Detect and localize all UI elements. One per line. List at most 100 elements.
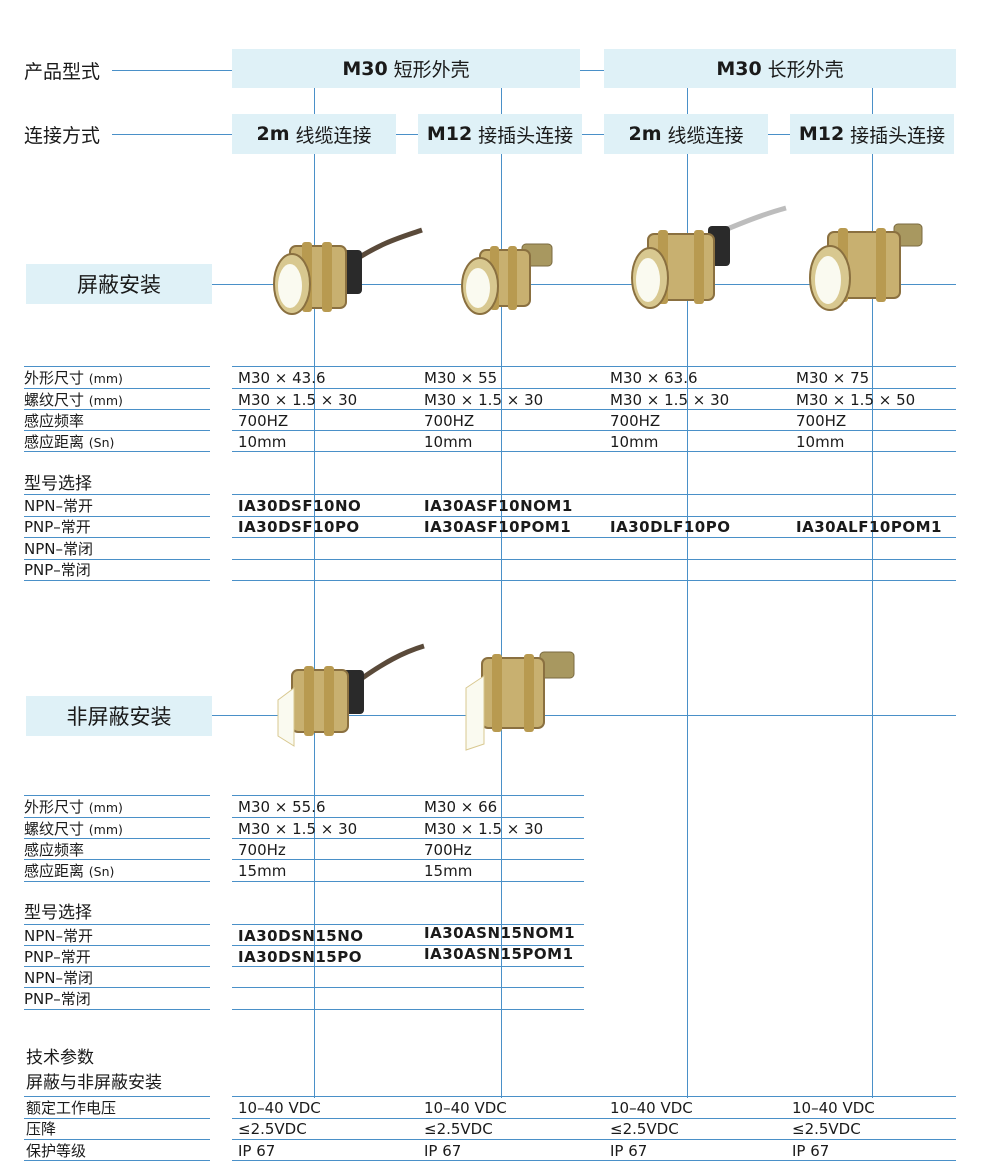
- spec-value: 700Hz: [424, 841, 472, 859]
- rule: [24, 409, 210, 410]
- column-line-1: [314, 88, 315, 1098]
- sensor-image-long-m12: [809, 223, 923, 311]
- model-label-npn-no: NPN–常开: [24, 927, 93, 945]
- model-code: IA30DSF10NO: [238, 497, 362, 515]
- spec-value: 15mm: [238, 862, 287, 880]
- sensor-image-short-m12: [461, 243, 553, 315]
- model-code: IA30DSN15PO: [238, 948, 362, 966]
- spec-label-frequency: 感应频率: [24, 842, 84, 859]
- tech-value: IP 67: [424, 1142, 462, 1160]
- rule: [232, 430, 956, 431]
- spec-value: M30 × 1.5 × 30: [238, 820, 358, 838]
- spec-label-distance: 感应距离 (Sn): [24, 434, 114, 451]
- unshielded-connector: [212, 715, 956, 716]
- model-label-pnp-no: PNP–常开: [24, 518, 91, 536]
- label-text: 外形尺寸: [24, 369, 85, 387]
- rule: [232, 559, 956, 560]
- rule: [24, 580, 210, 581]
- conn-prefix: M12: [426, 123, 473, 145]
- rule: [232, 409, 956, 410]
- group-connector: [580, 70, 604, 71]
- spec-value: M30 × 1.5 × 50: [796, 391, 916, 409]
- label-unit: (mm): [88, 393, 123, 408]
- spec-value: M30 × 66: [424, 798, 498, 816]
- conn-prefix: 2m: [628, 123, 662, 145]
- model-label-pnp-nc: PNP–常闭: [24, 561, 91, 579]
- sensor-image-unshielded-m12: [465, 651, 575, 751]
- rule: [232, 1096, 956, 1097]
- model-code: IA30DLF10PO: [610, 518, 731, 536]
- rule: [232, 966, 584, 967]
- tech-value: IP 67: [792, 1142, 830, 1160]
- group-long-prefix: M30: [716, 57, 762, 80]
- rule: [232, 580, 956, 581]
- label-text: 感应距离: [24, 433, 85, 451]
- tech-value: IP 67: [238, 1142, 276, 1160]
- model-label-pnp-no: PNP–常开: [24, 948, 91, 966]
- rule: [232, 494, 956, 495]
- rule: [24, 559, 210, 560]
- model-label-pnp-nc: PNP–常闭: [24, 990, 91, 1008]
- shielded-title: 屏蔽安装: [26, 264, 212, 304]
- spec-value: 700HZ: [424, 412, 475, 430]
- rule: [24, 1160, 210, 1161]
- model-code: IA30ASF10NOM1: [424, 497, 573, 515]
- rule: [232, 795, 584, 796]
- rule: [24, 1118, 210, 1119]
- rule: [24, 859, 210, 860]
- column-line-4: [872, 88, 873, 1098]
- model-code: IA30ASF10POM1: [424, 518, 572, 536]
- rule: [24, 1096, 210, 1097]
- tech-value: 10–40 VDC: [424, 1099, 507, 1117]
- label-unit: (mm): [88, 800, 123, 815]
- label-unit: (Sn): [88, 435, 115, 450]
- label-text: 感应频率: [24, 412, 85, 430]
- tech-label-voltage-drop: 压降: [26, 1120, 57, 1138]
- connection-label: 连接方式: [24, 125, 101, 147]
- label-text: 外形尺寸: [24, 798, 85, 816]
- tech-value: ≤2.5VDC: [424, 1120, 493, 1138]
- spec-value: M30 × 55.6: [238, 798, 326, 816]
- rule: [232, 838, 584, 839]
- connection-connector: [112, 134, 232, 135]
- column-line-3: [687, 88, 688, 1098]
- tech-value: 10–40 VDC: [238, 1099, 321, 1117]
- sensor-image-unshielded-cable: [277, 643, 425, 747]
- spec-label-dimension: 外形尺寸 (mm): [24, 370, 123, 387]
- rule: [24, 1009, 210, 1010]
- rule: [232, 1118, 956, 1119]
- tech-label-protection: 保护等级: [26, 1142, 87, 1160]
- rule: [24, 516, 210, 517]
- conn-text: 线缆连接: [295, 124, 372, 147]
- label-unit: (mm): [88, 371, 123, 386]
- model-title: 型号选择: [24, 474, 92, 494]
- rule: [232, 366, 956, 367]
- rule: [232, 1160, 956, 1161]
- rule: [232, 924, 584, 925]
- model-label-npn-nc: NPN–常闭: [24, 969, 93, 987]
- spec-value: 700HZ: [796, 412, 847, 430]
- spec-value: 10mm: [238, 433, 287, 451]
- group-short-prefix: M30: [342, 57, 388, 80]
- product-type-label: 产品型式: [24, 61, 101, 83]
- rule: [24, 881, 210, 882]
- model-label-npn-nc: NPN–常闭: [24, 540, 93, 558]
- spec-value: 700HZ: [610, 412, 661, 430]
- spec-value: M30 × 55: [424, 369, 498, 387]
- rule: [24, 795, 210, 796]
- rule: [232, 859, 584, 860]
- sensor-image-short-cable: [273, 227, 423, 315]
- spec-value: 10mm: [610, 433, 659, 451]
- rule: [232, 987, 584, 988]
- rule: [24, 537, 210, 538]
- label-text: 螺纹尺寸: [24, 820, 85, 838]
- rule: [24, 945, 210, 946]
- tech-value: ≤2.5VDC: [238, 1120, 307, 1138]
- conn-text: 接插头连接: [478, 124, 574, 147]
- rule: [232, 1009, 584, 1010]
- conn-link-1: [396, 134, 418, 135]
